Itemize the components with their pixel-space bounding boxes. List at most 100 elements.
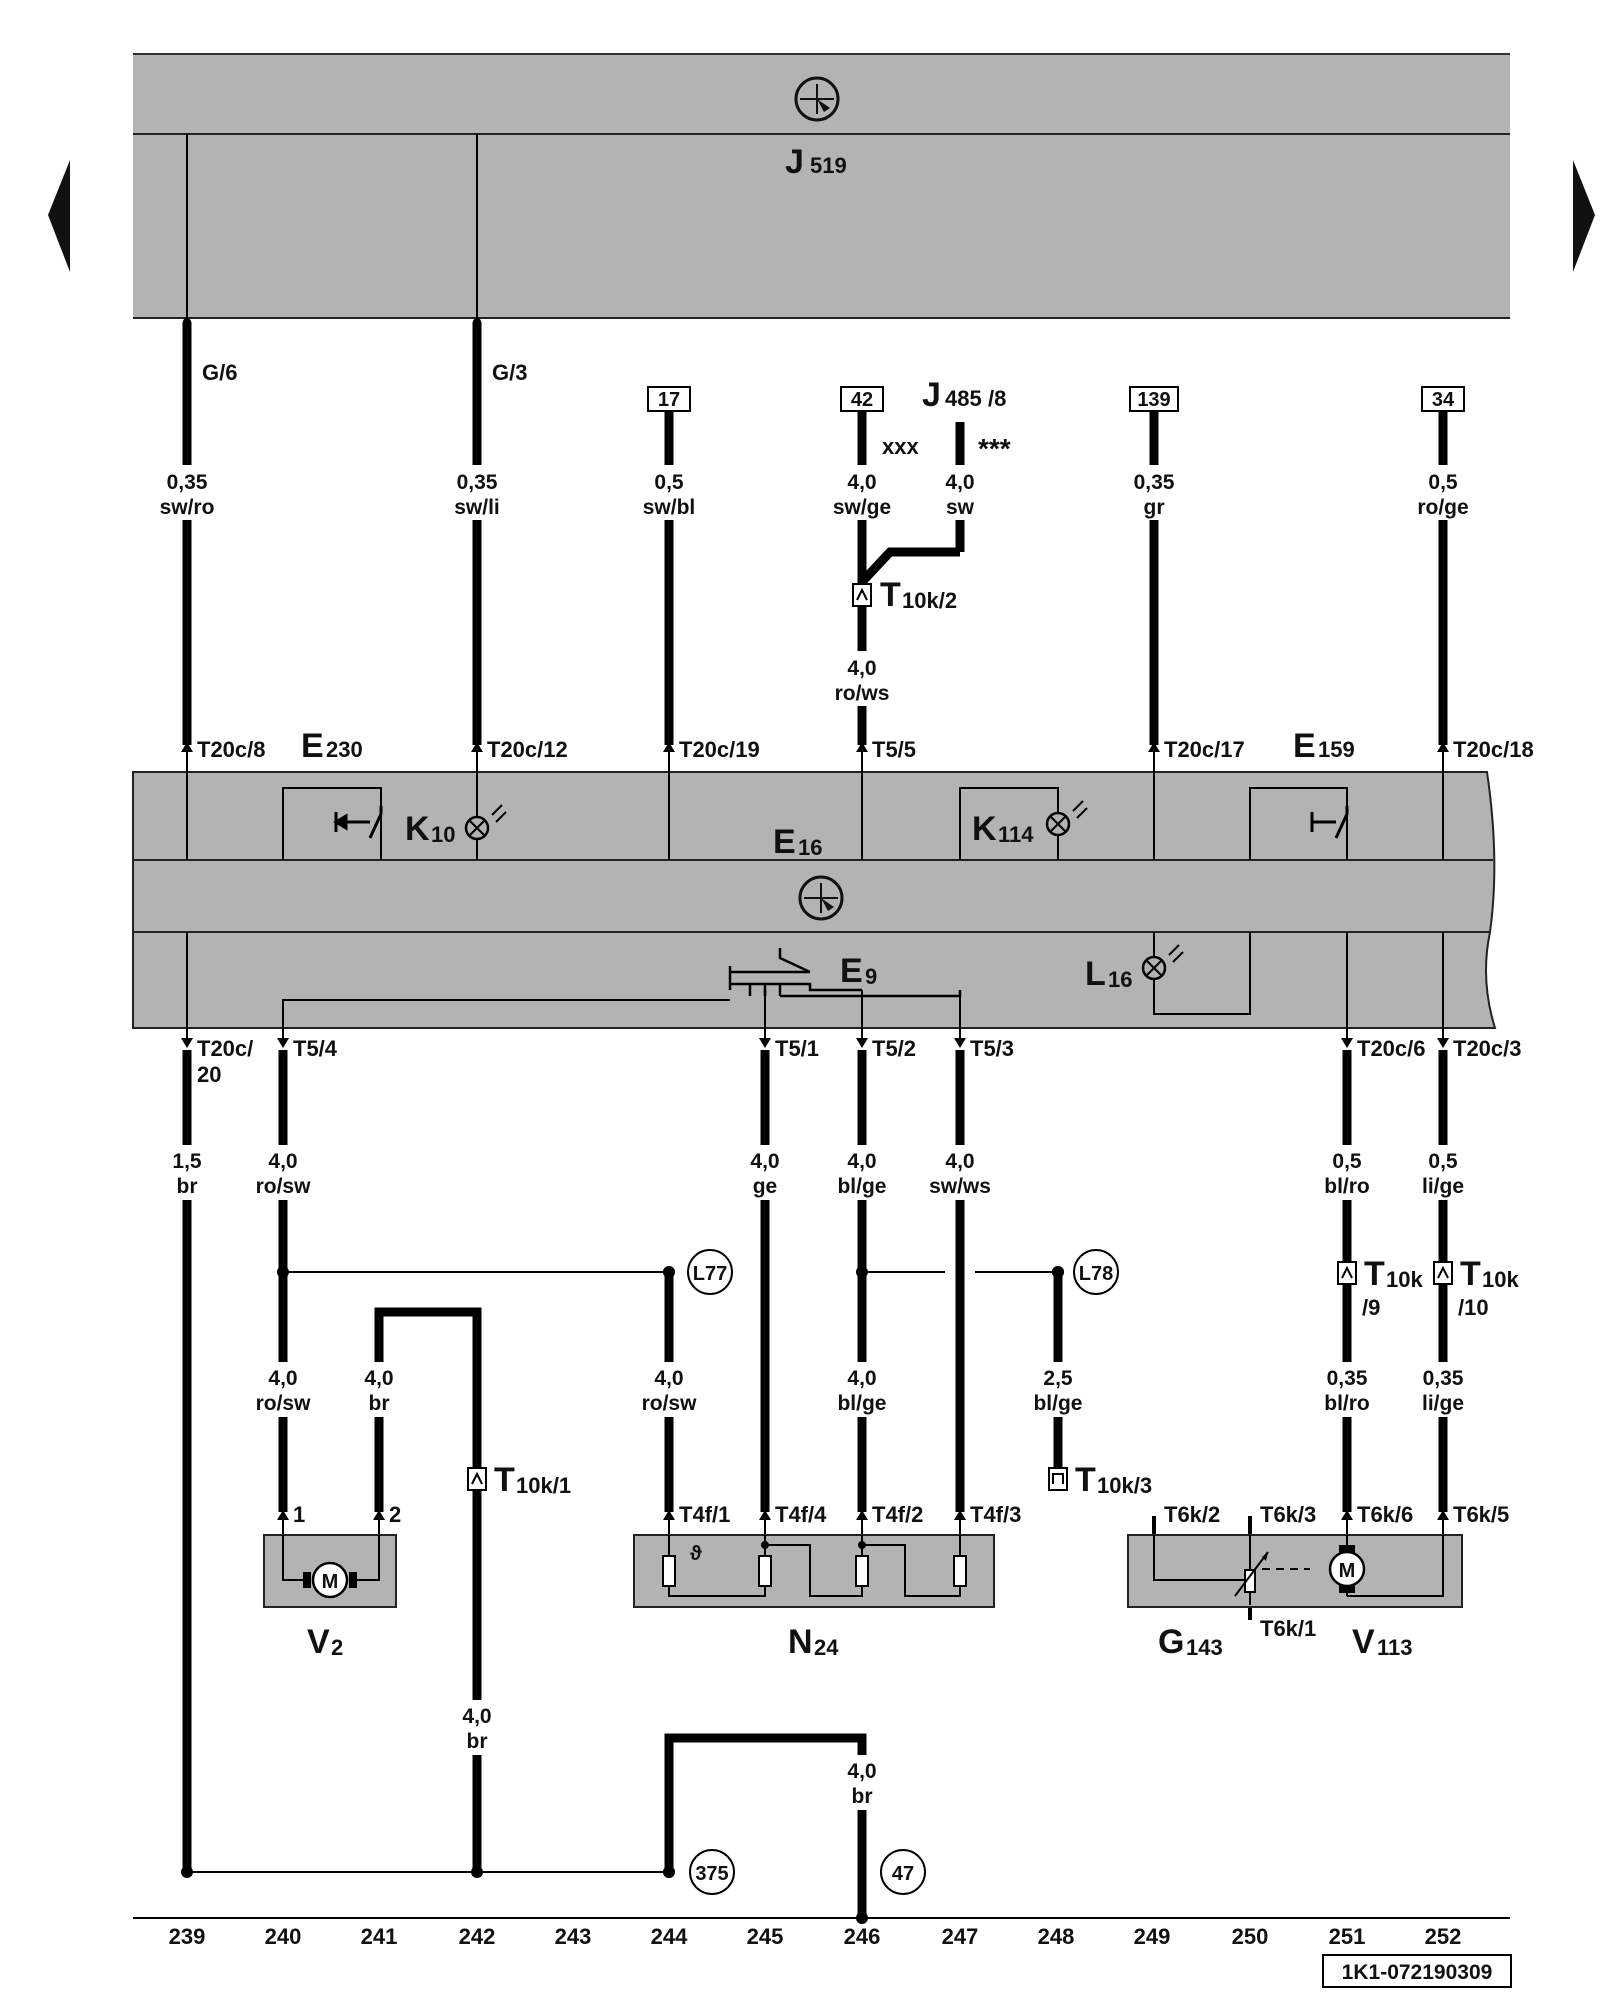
- svg-text:0,35: 0,35: [167, 471, 208, 494]
- svg-text:L77: L77: [693, 1263, 727, 1285]
- svg-text:250: 250: [1232, 1924, 1269, 1949]
- v2-sub: 2: [331, 1635, 343, 1660]
- switch-e230-icon: [333, 806, 383, 839]
- ref-box-34: 34: [1421, 386, 1465, 412]
- svg-text:4,0: 4,0: [847, 1760, 876, 1783]
- svg-text:1,5: 1,5: [172, 1150, 202, 1173]
- svg-text:T: T: [1460, 1255, 1481, 1293]
- mark-xxx: xxx: [882, 434, 919, 459]
- bottom-wire-labels: 1,5 br 4,0 ro/sw 4,0 ge 4,0 bl/ge 4,0 sw…: [172, 1150, 1464, 1808]
- v113-letter: V: [1352, 1623, 1375, 1661]
- svg-text:bl/ge: bl/ge: [837, 1392, 886, 1415]
- svg-text:T: T: [1364, 1255, 1385, 1293]
- svg-text:47: 47: [892, 1863, 914, 1885]
- connector-t10k2: T 10k/2: [852, 576, 957, 614]
- j519-sub: 519: [810, 153, 847, 178]
- ground-ref-47: 47: [880, 1849, 926, 1895]
- j485-sub: 485: [945, 386, 982, 411]
- j485-letter: J: [922, 376, 941, 414]
- connector-t10k3: T 10k/3: [1048, 1461, 1152, 1499]
- pin-t4f-2: T4f/2: [872, 1502, 923, 1527]
- svg-text:sw/bl: sw/bl: [643, 496, 696, 519]
- ref-box-42: 42: [840, 386, 884, 412]
- l16-letter: L: [1085, 955, 1106, 993]
- pin-t20c-12: T20c/12: [487, 737, 568, 762]
- pin-t20c-6: T20c/6: [1357, 1036, 1426, 1061]
- svg-text:bl/ge: bl/ge: [837, 1175, 886, 1198]
- n24-letter: N: [788, 1623, 813, 1661]
- e230-letter: E: [301, 727, 324, 765]
- svg-text:4,0: 4,0: [750, 1150, 779, 1173]
- svg-text:4,0: 4,0: [268, 1367, 297, 1390]
- svg-text:4,0: 4,0: [945, 471, 974, 494]
- pin-t4f-4: T4f/4: [775, 1502, 827, 1527]
- svg-text:ro/sw: ro/sw: [256, 1175, 312, 1198]
- svg-text:248: 248: [1038, 1924, 1075, 1949]
- pin-t20c-17: T20c/17: [1164, 737, 1245, 762]
- svg-text:li/ge: li/ge: [1422, 1175, 1464, 1198]
- pin-t20c-19: T20c/19: [679, 737, 760, 762]
- ref-17: 17: [658, 389, 680, 411]
- svg-text:li/ge: li/ge: [1422, 1392, 1464, 1415]
- pin-t5-4: T5/4: [293, 1036, 338, 1061]
- svg-text:10k/2: 10k/2: [902, 588, 957, 613]
- j519-letter: J: [785, 143, 804, 181]
- svg-text:ro/sw: ro/sw: [642, 1392, 698, 1415]
- component-n24: ϑ: [633, 1534, 995, 1608]
- svg-text:0,35: 0,35: [1423, 1367, 1464, 1390]
- svg-text:10k: 10k: [1482, 1267, 1519, 1292]
- svg-text:4,0: 4,0: [945, 1150, 974, 1173]
- motor-icon: M: [322, 1571, 339, 1593]
- thermal-icon: ϑ: [690, 1543, 702, 1565]
- pin-t6k-6: T6k/6: [1357, 1502, 1413, 1527]
- pin-t20c-20-b: 20: [197, 1062, 221, 1087]
- svg-text:bl/ro: bl/ro: [1324, 1175, 1370, 1198]
- k114-letter: K: [972, 810, 997, 848]
- svg-text:T: T: [880, 576, 901, 614]
- svg-text:10k: 10k: [1386, 1267, 1423, 1292]
- svg-text:244: 244: [651, 1924, 688, 1949]
- svg-text:0,35: 0,35: [1134, 471, 1175, 494]
- ref-139: 139: [1137, 389, 1170, 411]
- svg-text:gr: gr: [1144, 496, 1165, 519]
- k10-sub: 10: [431, 822, 455, 847]
- svg-text:T: T: [1075, 1461, 1096, 1499]
- diagram-code: 1K1-072190309: [1342, 1961, 1493, 1984]
- e230-sub: 230: [326, 737, 363, 762]
- svg-text:4,0: 4,0: [364, 1367, 393, 1390]
- j485-pin: /8: [988, 386, 1006, 411]
- pin-t6k-5: T6k/5: [1453, 1502, 1509, 1527]
- svg-text:br: br: [467, 1730, 488, 1753]
- pin-g3: G/3: [492, 360, 527, 385]
- e9-sub: 9: [865, 964, 877, 989]
- svg-text:247: 247: [942, 1924, 979, 1949]
- svg-text:br: br: [369, 1392, 390, 1415]
- svg-text:239: 239: [169, 1924, 206, 1949]
- pin-v2-2: 2: [389, 1502, 401, 1527]
- svg-text:10k/1: 10k/1: [516, 1473, 571, 1498]
- svg-text:246: 246: [844, 1924, 881, 1949]
- component-g143-v113: M: [1127, 1534, 1463, 1608]
- n24-sub: 24: [814, 1635, 839, 1660]
- svg-text:0,5: 0,5: [1332, 1150, 1362, 1173]
- g143-letter: G: [1158, 1623, 1184, 1661]
- svg-text:sw/li: sw/li: [454, 496, 500, 519]
- svg-text:sw/ws: sw/ws: [929, 1175, 991, 1198]
- pin-t5-3: T5/3: [970, 1036, 1014, 1061]
- svg-text:4,0: 4,0: [847, 1150, 876, 1173]
- pin-t6k-1: T6k/1: [1260, 1616, 1316, 1641]
- svg-text:2,5: 2,5: [1043, 1367, 1073, 1390]
- svg-text:4,0: 4,0: [847, 657, 876, 680]
- lamp-k114-icon: [1045, 800, 1088, 837]
- control-unit-j519: J 519: [133, 53, 1510, 319]
- pin-t20c-3: T20c/3: [1453, 1036, 1522, 1061]
- next-page-arrow[interactable]: [1573, 160, 1595, 272]
- svg-text:ro/sw: ro/sw: [256, 1392, 312, 1415]
- switch-unit-icon: [798, 875, 844, 921]
- component-v2: M: [263, 1534, 397, 1608]
- svg-text:375: 375: [695, 1863, 728, 1885]
- pin-t5-1: T5/1: [775, 1036, 819, 1061]
- previous-page-arrow[interactable]: [48, 160, 70, 272]
- control-unit-icon: [794, 76, 840, 122]
